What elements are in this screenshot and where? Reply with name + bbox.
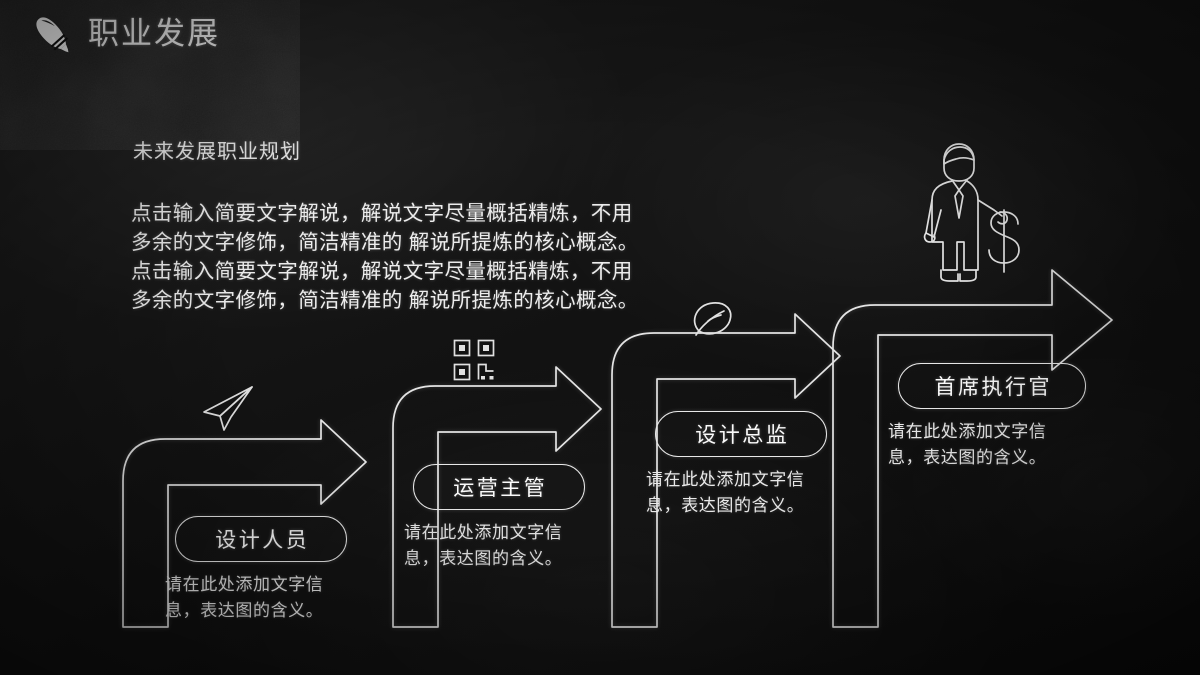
- step-3-caption-line-2: 息，表达图的含义。: [646, 496, 805, 515]
- step-2-caption: 请在此处添加文字信 息，表达图的含义。: [404, 520, 614, 572]
- step-2-label-pill[interactable]: 运营主管: [413, 464, 585, 510]
- step-4-caption-line-1: 请在此处添加文字信: [888, 422, 1047, 441]
- step-1-caption-line-1: 请在此处添加文字信: [165, 575, 324, 594]
- pen-icon: [36, 17, 69, 53]
- step-2-label: 运营主管: [453, 477, 548, 500]
- body-paragraph: 点击输入简要文字解说，解说文字尽量概括精炼，不用 多余的文字修饰，简洁精准的 解…: [131, 199, 731, 315]
- leaf-icon: [693, 302, 732, 336]
- step-4-label-pill[interactable]: 首席执行官: [898, 363, 1086, 409]
- step-3-label-pill[interactable]: 设计总监: [655, 411, 827, 457]
- step-2-caption-line-2: 息，表达图的含义。: [404, 549, 563, 568]
- step-4-caption: 请在此处添加文字信 息，表达图的含义。: [888, 419, 1098, 471]
- step-3-label: 设计总监: [695, 424, 790, 447]
- paper-plane-icon: [203, 386, 253, 431]
- businessman-with-dollar-icon: [923, 143, 1020, 282]
- step-1-label: 设计人员: [215, 529, 310, 552]
- paragraph-line-1: 点击输入简要文字解说，解说文字尽量概括精炼，不用: [131, 202, 633, 225]
- paragraph-line-3: 点击输入简要文字解说，解说文字尽量概括精炼，不用: [131, 260, 633, 283]
- step-1-label-pill[interactable]: 设计人员: [175, 516, 347, 562]
- step-4-caption-line-2: 息，表达图的含义。: [888, 448, 1047, 467]
- step-1-caption-line-2: 息，表达图的含义。: [165, 601, 324, 620]
- paragraph-line-4: 多余的文字修饰，简洁精准的 解说所提炼的核心概念。: [131, 289, 639, 312]
- step-1-caption: 请在此处添加文字信 息，表达图的含义。: [165, 572, 375, 624]
- slide-header: 职业发展: [0, 0, 1200, 68]
- step-4-label: 首席执行官: [934, 376, 1052, 399]
- step-2-caption-line-1: 请在此处添加文字信: [404, 523, 563, 542]
- page-title: 职业发展: [88, 16, 220, 51]
- section-subtitle: 未来发展职业规划: [133, 141, 301, 163]
- paragraph-line-2: 多余的文字修饰，简洁精准的 解说所提炼的核心概念。: [131, 231, 639, 254]
- step-3-caption: 请在此处添加文字信 息，表达图的含义。: [646, 467, 856, 519]
- qr-code-icon: [453, 339, 495, 381]
- step-3-caption-line-1: 请在此处添加文字信: [646, 470, 805, 489]
